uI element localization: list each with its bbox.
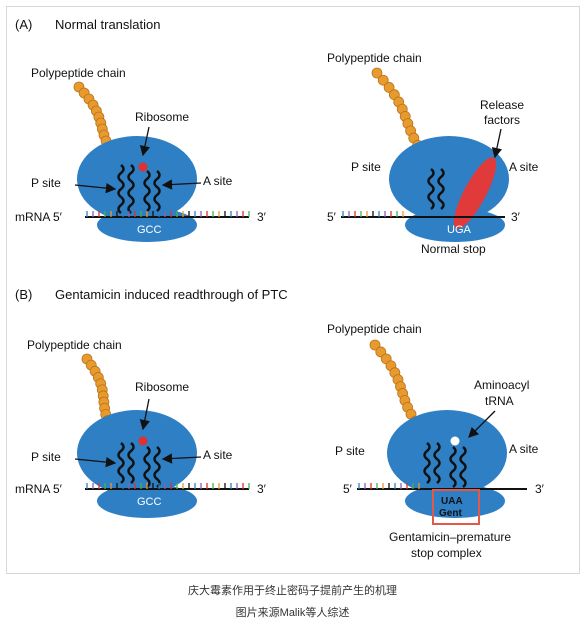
amino-acid-bead	[383, 82, 395, 93]
mechanism-diagram: (A) Normal translation Polypeptide chain…	[15, 17, 545, 560]
amino-acid-bead	[369, 339, 381, 351]
a-site-label: A site	[203, 448, 233, 462]
amino-acid-dot	[138, 162, 148, 172]
a-site-label: A site	[509, 160, 539, 174]
ribosome-large-subunit	[77, 410, 197, 496]
a-site-arrow	[161, 453, 202, 464]
codon-label: GCC	[137, 224, 162, 236]
gentamicin-box	[432, 489, 480, 525]
a-site-trna	[143, 170, 151, 212]
panel-a-tag: (A)	[15, 17, 32, 32]
ribosome-arrow	[139, 398, 150, 431]
complex-label-1: Gentamicin–premature	[389, 530, 511, 544]
p-site-trna	[427, 168, 435, 210]
ribosome-label: Ribosome	[135, 380, 189, 394]
panel-b-left: Polypeptide chain Ribosome P site A site…	[15, 338, 267, 518]
p-site-label: P site	[351, 160, 381, 174]
panel-b-title: Gentamicin induced readthrough of PTC	[55, 287, 288, 302]
p-site-trna	[117, 164, 125, 214]
a-site-label: A site	[509, 442, 539, 456]
caption-line-1: 庆大霉素作用于终止密码子提前产生的机理	[188, 585, 397, 597]
figure-frame: (A) Normal translation Polypeptide chain…	[6, 6, 580, 574]
trna-label-2: tRNA	[485, 394, 514, 408]
mrna-bases	[86, 211, 250, 217]
chain-label: Polypeptide chain	[327, 322, 422, 336]
chain-label: Polypeptide chain	[327, 51, 422, 65]
gent-label: Gent	[439, 508, 462, 519]
codon-label: UGA	[447, 224, 472, 236]
ribosome-large-subunit	[77, 136, 197, 222]
release-factor	[453, 157, 497, 229]
panel-b-right: Polypeptide chain Aminoacyl tRNA P site …	[327, 322, 545, 560]
panel-a-right: Polypeptide chain Release factors P site…	[327, 51, 539, 256]
ribosome-label: Ribosome	[135, 110, 189, 124]
mrna-label: mRNA 5′	[15, 210, 63, 224]
three-prime-label: 3′	[511, 210, 521, 224]
amino-acid-bead	[377, 74, 389, 86]
a-site-label: A site	[203, 174, 233, 188]
panel-a-left: Polypeptide chain Ribosome P site A site…	[15, 66, 267, 242]
p-site-label: P site	[31, 176, 61, 190]
five-prime-label: 5′	[343, 482, 353, 496]
release-label-1: Release	[480, 98, 524, 112]
p-site-arrow	[74, 456, 117, 468]
ribosome-arrow	[139, 126, 150, 157]
p-site-label: P site	[31, 450, 61, 464]
trna-label-1: Aminoacyl	[474, 378, 529, 392]
release-label-2: factors	[484, 113, 520, 127]
mrna-bases	[342, 211, 404, 217]
amino-acid-bead	[371, 67, 383, 79]
mrna-bases	[358, 483, 420, 489]
panel-a-title: Normal translation	[55, 17, 161, 32]
trna-arrow	[468, 410, 496, 438]
three-prime-label: 3′	[257, 482, 267, 496]
caption-line-2: 图片来源Malik等人综述	[235, 607, 350, 619]
p-site-trna	[117, 442, 125, 484]
p-site-trna	[423, 442, 431, 484]
chain-label: Polypeptide chain	[27, 338, 122, 352]
panel-b-tag: (B)	[15, 287, 32, 302]
complex-label-2: stop complex	[411, 546, 482, 560]
release-arrow	[491, 128, 502, 159]
a-site-arrow	[161, 179, 202, 190]
p-site-label: P site	[335, 444, 365, 458]
p-site-arrow	[74, 182, 117, 194]
codon-label: UAA	[441, 496, 463, 507]
normal-stop-label: Normal stop	[421, 242, 486, 256]
a-site-trna	[143, 446, 151, 488]
ribosome-large-subunit	[387, 410, 507, 496]
chain-label: Polypeptide chain	[31, 66, 126, 80]
amino-acid-dot	[138, 436, 148, 446]
mrna-label: mRNA 5′	[15, 482, 63, 496]
five-prime-label: 5′	[327, 210, 337, 224]
ribosome-small-subunit	[97, 484, 197, 518]
mrna-bases	[86, 483, 250, 489]
amino-acid-dot	[450, 436, 460, 446]
codon-label: GCC	[137, 496, 162, 508]
aminoacyl-trna	[449, 446, 457, 488]
three-prime-label: 3′	[535, 482, 545, 496]
three-prime-label: 3′	[257, 210, 267, 224]
